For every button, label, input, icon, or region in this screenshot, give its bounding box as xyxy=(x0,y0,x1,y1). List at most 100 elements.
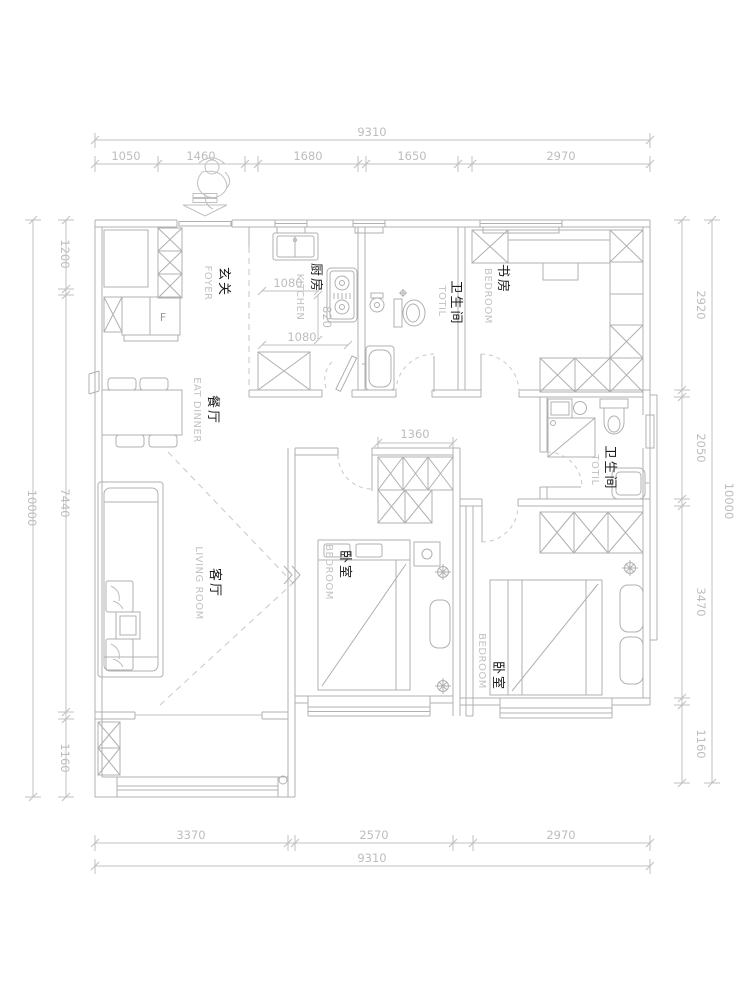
foyer-label-en: FOYER xyxy=(202,266,213,301)
balcony xyxy=(97,721,288,785)
study-wardrobe-bottom xyxy=(539,357,611,393)
bath1-label-en: TOTIL xyxy=(436,284,447,316)
bedroom2-label-en: BEDROOM xyxy=(323,544,334,600)
wardrobe-dim: 1360 xyxy=(373,427,458,449)
kitchen-cabinet xyxy=(257,351,311,391)
tv-mark-icon xyxy=(283,565,301,585)
room-study: 书房 BEDROOM xyxy=(471,229,644,393)
bath1-door xyxy=(395,353,435,393)
foyer-shoe-box xyxy=(103,296,123,333)
vanity xyxy=(611,467,649,500)
kitchen-sink xyxy=(272,232,319,261)
living-label-zh: 客厅 xyxy=(207,568,223,598)
bath1-basin xyxy=(369,292,385,313)
wardrobe-dim-value: 1360 xyxy=(400,427,429,441)
dim-right-seg-2: 2050 xyxy=(694,433,708,462)
windows xyxy=(88,220,655,797)
dimension-left-total: 10000 xyxy=(25,215,41,802)
study-label-zh: 书房 xyxy=(495,264,511,294)
room-living: 客厅 LIVING ROOM xyxy=(97,451,301,706)
dining-chair xyxy=(115,434,145,448)
ceiling-lamp-icon xyxy=(622,560,638,576)
shower xyxy=(547,417,596,458)
bedroom1-wardrobe xyxy=(539,511,644,554)
dim-left-seg-2: 7440 xyxy=(58,488,72,517)
dining-chair xyxy=(107,377,137,391)
study-label-en: BEDROOM xyxy=(482,268,493,324)
dimension-right-segments: 2920 2050 3470 1160 xyxy=(674,215,708,788)
bath1-valve-icon xyxy=(399,289,407,297)
washing-machine xyxy=(362,345,395,391)
fridge: F xyxy=(121,296,181,342)
entry-arrow-icon xyxy=(182,204,228,217)
dimension-right-total: 10000 xyxy=(704,215,736,788)
dimension-top-total: 9310 xyxy=(90,125,655,148)
window-bedroom2 xyxy=(307,696,431,717)
study-desk-chair xyxy=(542,262,579,281)
living-label-en: LIVING ROOM xyxy=(193,546,204,620)
room-foyer: F 玄关 FOYER xyxy=(103,227,231,342)
room-bath2: 卫生间 TOTIL xyxy=(546,398,649,500)
bath2-counter xyxy=(547,398,587,419)
bedroom1-label-en: BEDROOM xyxy=(476,633,487,689)
dim-top-seg-4: 1650 xyxy=(397,149,426,163)
dim-right-seg-3: 3470 xyxy=(694,587,708,616)
window-bath2 xyxy=(645,414,655,449)
balcony-cabinet xyxy=(97,721,121,776)
dim-top-seg-3: 1680 xyxy=(293,149,322,163)
bed-1 xyxy=(489,579,603,696)
window-study xyxy=(479,220,563,234)
window-bath1 xyxy=(352,220,386,234)
window-kitchen xyxy=(274,220,308,234)
dim-bottom-seg-3: 2970 xyxy=(546,828,575,842)
ceiling-lamp-icon xyxy=(435,564,451,580)
stove xyxy=(326,267,358,323)
dim-left-seg-3: 1160 xyxy=(58,743,72,772)
sofa-tray xyxy=(115,611,141,640)
dining-chair xyxy=(148,434,178,448)
bedside-rug xyxy=(619,584,644,633)
bedroom1-door xyxy=(481,505,519,543)
window-balcony xyxy=(102,776,288,797)
room-kitchen: 1080 820 1080 厨房 KITCHEN xyxy=(257,232,358,393)
dim-left-total-value: 10000 xyxy=(25,490,39,527)
room-bath1: 卫生间 TOTIL xyxy=(362,280,463,393)
ceiling-lamp-icon xyxy=(435,678,451,694)
dimension-bottom-segments: 3370 2570 2970 xyxy=(90,828,655,851)
foyer-closet xyxy=(157,227,183,299)
dim-right-seg-1: 2920 xyxy=(694,290,708,319)
bedroom2-door xyxy=(337,454,373,491)
dimension-top-segments: 1050 1460 1680 1650 2970 xyxy=(90,149,655,172)
bedside-rug xyxy=(429,599,451,649)
dining-table xyxy=(101,389,183,436)
kitchen-dim-side: 820 xyxy=(320,306,334,328)
walls xyxy=(94,219,658,798)
dim-right-total-value: 10000 xyxy=(722,483,736,520)
nightstand xyxy=(413,541,441,567)
fridge-label: F xyxy=(160,311,166,324)
dim-right-seg-4: 1160 xyxy=(694,729,708,758)
radiator-mark xyxy=(88,370,100,395)
dim-top-total-value: 9310 xyxy=(357,125,386,139)
bath2-label-zh: 卫生间 xyxy=(602,445,617,490)
entry-door xyxy=(176,220,233,227)
kitchen-dims: 1080 820 1080 xyxy=(257,276,353,350)
study-closet-right xyxy=(609,229,644,393)
room-bedroom1: 卧室 BEDROOM xyxy=(476,505,644,696)
floor-drain-icon xyxy=(278,775,288,785)
dimension-left-segments: 1200 7440 1160 xyxy=(58,215,74,802)
dim-bottom-seg-1: 3370 xyxy=(176,828,205,842)
room-bedroom2: 1360 卧室 BEDROOM xyxy=(317,427,458,694)
window-bedroom1 xyxy=(499,698,613,719)
bath1-label-zh: 卫生间 xyxy=(448,280,463,325)
kitchen-dim-bottom: 1080 xyxy=(287,330,316,344)
foyer-cabinet xyxy=(103,229,149,288)
dim-bottom-seg-2: 2570 xyxy=(359,828,388,842)
kitchen-label-zh: 厨房 xyxy=(308,263,324,293)
toilet-2 xyxy=(599,398,629,435)
dining-label-en: EAT DINNER xyxy=(191,377,202,443)
kitchen-dim-top: 1080 xyxy=(273,276,302,290)
bedroom1-label-zh: 卧室 xyxy=(490,661,506,691)
dim-top-seg-2: 1460 xyxy=(186,149,215,163)
